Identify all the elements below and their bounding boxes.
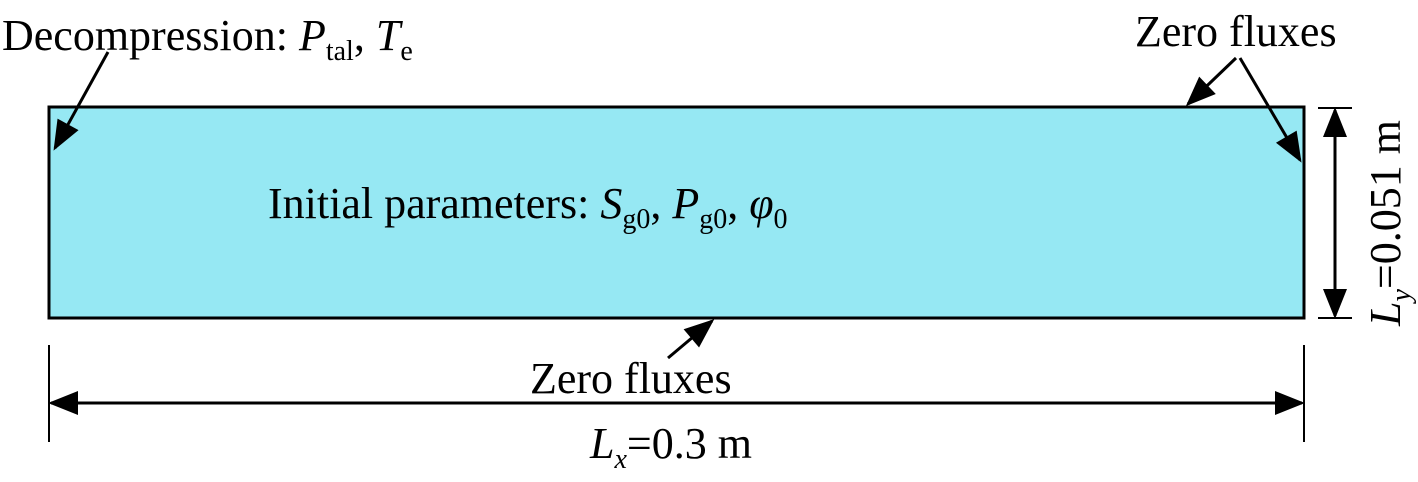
decompression-label: Decompression: Ptal, Te [2,11,413,67]
zero-fluxes-bottom-label: Zero fluxes [530,354,732,403]
decompression-arrow [53,51,110,151]
initial-parameters-label: Initial parameters: Sg0, Pg0, φ0 [268,179,788,235]
zero-fluxes-top-arrow-1 [1185,56,1238,107]
zero-fluxes-bottom-arrow [667,319,715,360]
lx-label: Lx=0.3 m [589,419,752,475]
computational-domain [47,105,1306,320]
zero-fluxes-top-arrow-2 [1238,57,1302,163]
zero-fluxes-top-label: Zero fluxes [1135,7,1337,56]
ly-label: Ly=0.051 m [1361,120,1417,327]
